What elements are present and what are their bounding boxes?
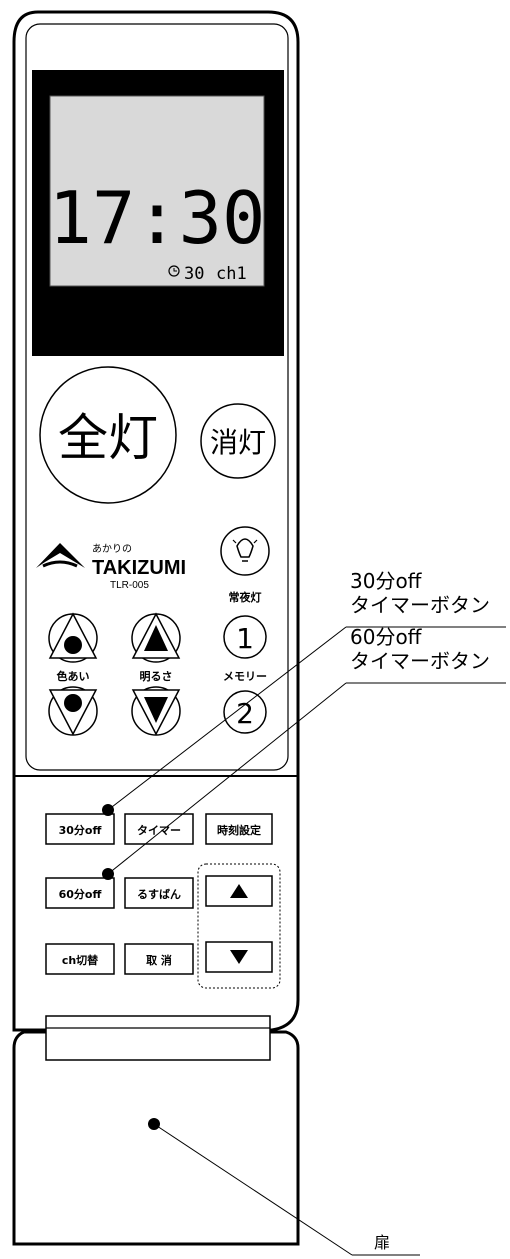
timer-button[interactable]: タイマー [124, 813, 194, 845]
callout-timer30-line1: 30分off [350, 569, 423, 593]
dot-icon [64, 694, 82, 712]
color-down-button[interactable] [48, 686, 98, 736]
lcd-screen [49, 95, 265, 287]
memory-2-button[interactable]: 2 [223, 690, 267, 734]
logo-mark [36, 543, 85, 568]
arrow-down-icon [230, 950, 248, 964]
all-light-label: 全灯 [58, 409, 158, 467]
timer-60-button[interactable]: 60分off [45, 877, 115, 909]
brand-tagline: あかりの [92, 543, 132, 555]
night-light-label: 常夜灯 [229, 590, 262, 604]
callout-timer60-line1: 60分off [350, 625, 423, 649]
color-up-button[interactable] [48, 612, 98, 663]
down-arrow-button[interactable] [205, 941, 273, 973]
brightness-label: 明るさ [140, 670, 173, 683]
brightness-down-button[interactable] [131, 686, 181, 736]
clock-set-label: 時刻設定 [217, 823, 261, 837]
timer-60-label: 60分off [59, 887, 102, 901]
up-arrow-button[interactable] [205, 875, 273, 907]
timer-30-button[interactable]: 30分off [45, 813, 115, 845]
away-label: るすばん [137, 887, 181, 901]
lcd-timer-minutes: 30 [184, 264, 204, 284]
cancel-button[interactable]: 取 消 [124, 943, 194, 975]
bulb-icon [232, 538, 258, 562]
brightness-up-button[interactable] [131, 612, 181, 663]
filled-triangle-up-icon [144, 625, 168, 651]
light-off-label: 消灯 [210, 426, 266, 459]
filled-triangle-down-icon [144, 697, 168, 723]
memory-label: メモリー [223, 670, 267, 683]
night-light-button[interactable] [220, 526, 270, 576]
callout-leaders [102, 626, 506, 1256]
clock-icon [168, 265, 180, 277]
cancel-label: 取 消 [146, 953, 172, 967]
lcd-time: 17:30 [49, 176, 266, 260]
timer-label: タイマー [137, 824, 181, 837]
lcd-timer-indicator: 30 ch1 [168, 264, 247, 284]
door [12, 1030, 300, 1246]
brand-logo [36, 543, 85, 568]
clock-set-button[interactable]: 時刻設定 [205, 813, 273, 845]
color-label: 色あい [57, 669, 90, 683]
timer-30-label: 30分off [59, 823, 102, 837]
callout-door: 扉 [374, 1233, 390, 1252]
arrow-up-icon [230, 884, 248, 898]
memory-2-label: 2 [236, 697, 254, 730]
away-button[interactable]: るすばん [124, 877, 194, 909]
brand-name: TAKIZUMI [92, 557, 186, 579]
memory-1-label: 1 [236, 622, 254, 655]
ch-switch-button[interactable]: ch切替 [45, 943, 115, 975]
light-off-button[interactable]: 消灯 [200, 403, 276, 479]
arrow-button-group [197, 863, 281, 989]
brand-model: TLR-005 [110, 580, 149, 591]
dot-icon [64, 636, 82, 654]
lcd-channel: ch1 [216, 264, 247, 284]
callout-timer60-line2: タイマーボタン [350, 649, 490, 673]
memory-1-button[interactable]: 1 [223, 615, 267, 659]
callout-timer30-line2: タイマーボタン [350, 593, 490, 617]
door-hinge [45, 1015, 271, 1061]
all-light-button[interactable]: 全灯 [39, 366, 177, 504]
ch-switch-label: ch切替 [62, 953, 99, 967]
